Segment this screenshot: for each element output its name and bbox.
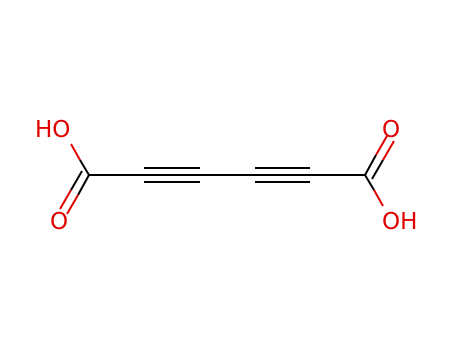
bond-c6-o-double-a-black <box>364 154 377 176</box>
bond-c1-oh-black <box>79 159 90 176</box>
atom-label-carbonyl-oxygen-right: O <box>382 117 400 143</box>
bond-c6-o-double-b-red <box>382 140 395 161</box>
atom-label-hydroxyl-left: HO <box>35 117 70 143</box>
atom-label-carbonyl-oxygen-left: O <box>50 209 68 235</box>
bond-c1-o-double-a-black <box>77 174 90 196</box>
bond-c6-o-double-b-black <box>371 159 384 180</box>
atom-label-hydroxyl-right: OH <box>382 209 417 235</box>
bond-c6-oh-red <box>373 189 384 207</box>
bond-c1-oh-red <box>70 143 81 161</box>
bond-c1-o-double-b-black <box>70 170 83 191</box>
bond-c6-o-double-a-red <box>375 135 388 156</box>
bond-c1-o-double-a-red <box>66 194 79 215</box>
bond-c1-o-double-b-red <box>59 189 72 210</box>
bond-c6-oh-black <box>364 174 375 191</box>
